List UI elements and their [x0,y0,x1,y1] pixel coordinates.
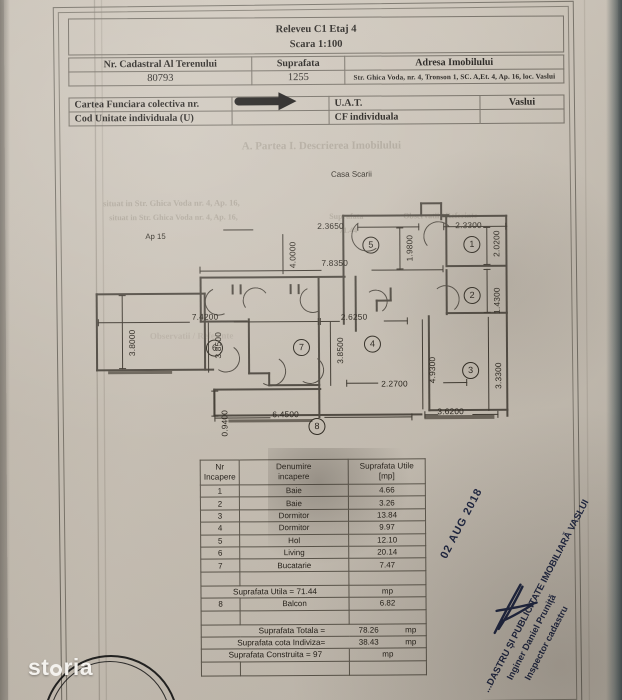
value-cota-indiviza: 38.43 [358,637,379,647]
cell-area: 12.10 [348,533,426,547]
table-row-empty [200,570,426,586]
col-name-header-l1: Denumire [275,461,312,472]
label-cota-indiviza: Suprafata cota Indiviza= [201,636,350,650]
cell-area-balcony: 6.82 [349,596,427,610]
label-suprafata-utila: Suprafata Utila = 71.44 [200,585,350,599]
watermark-text-b: ria [63,654,94,680]
cell-nr: 4 [200,522,240,535]
dim-3-8000: 3.8000 [126,329,138,357]
room-marker-4: 4 [363,335,382,353]
dim-3-8500: 3.8500 [334,337,346,364]
cell-name: Bucatarie [239,558,349,572]
cell-nr: 1 [200,484,240,498]
value-suprafata-totala: 78.26 [358,625,379,635]
col-nr-header-l1: Nr [215,462,225,472]
room-schedule-table: Nr Incapere Denumire incapere Suprafata … [200,458,427,676]
room-marker-1: 1 [463,235,481,254]
left-edge-shadow [0,0,10,700]
dim-3-3300: 3.3300 [493,362,504,389]
door-swing-b [240,285,271,316]
value-unit-totala: 78.26 mp [349,623,427,637]
watermark-ring-glyph [50,664,63,676]
signature [493,583,538,635]
door-swing-c [296,283,330,317]
dim-4-9300: 4.9300 [427,356,438,384]
room-marker-6: 6 [205,339,224,357]
dim-6-4500: 6.4500 [272,409,299,420]
label-suprafata-construita: Suprafata Construita = 97 [201,648,350,662]
stairwell-label: Casa Scarii [330,169,372,179]
dim-2-3650: 2.3650 [317,220,344,231]
door-swing-4 [293,353,327,387]
cell-area: 7.47 [348,558,426,572]
cell-nr: 2 [200,497,240,510]
room-table-header-row: Nr Incapere Denumire incapere Suprafata … [200,458,426,486]
room-marker-8: 8 [308,417,326,436]
cell-nr-balcony: 8 [201,598,241,611]
cell-area: 3.26 [348,496,426,510]
col-name-header-l2: incapere [278,472,310,482]
dim-1-9800: 1.9800 [404,234,415,262]
cell-nr: 6 [200,546,240,560]
cell-nr: 7 [200,559,240,572]
dim-3-6200: 3.6200 [437,406,464,417]
cell-name-balcony: Balcon [240,597,350,611]
cell-name: Baie [239,484,349,498]
cell-name: Baie [239,496,349,510]
room-marker-3: 3 [462,361,480,380]
table-row-empty-2 [201,609,427,625]
col-area-header: Suprafata Utile [mp] [348,458,426,485]
room-marker-5: 5 [362,236,380,254]
col-nr-header-l2: Incapere [203,472,236,482]
cell-area: 4.66 [348,483,426,497]
dim-7-4200: 7.4200 [191,311,219,322]
door-swing-2 [430,284,461,315]
cell-name: Dormitor [239,521,349,535]
col-nr-header: Nr Incapere [200,459,240,486]
col-area-header-l2: [mp] [378,471,395,481]
cell-area: 13.84 [348,508,426,522]
unit-suprafata-construita: mp [349,648,427,661]
room-marker-7: 7 [292,339,311,357]
neighbor-apartment-label: Ap 15 [145,231,166,242]
dim-2-0200: 2.0200 [491,230,502,257]
cell-area: 20.14 [348,545,426,559]
dim-0-9400: 0.9400 [219,409,230,437]
cell-nr: 5 [200,534,240,548]
cell-name: Dormitor [239,509,349,523]
dim-4-0000: 4.0000 [287,241,298,269]
right-edge-shadow [606,0,622,700]
unit-suprafata-utila: mp [348,584,427,598]
row-cut-off [201,660,427,676]
room-marker-2: 2 [463,286,481,305]
col-area-header-l1: Suprafata Utile [359,461,414,471]
unit-cota-indiviza: mp [405,637,417,647]
value-unit-indiviza: 38.43 mp [349,635,427,649]
dim-2-2700: 2.2700 [381,378,408,389]
dim-7-8350: 7.8350 [321,257,349,268]
watermark-text-a: st [28,654,50,680]
col-name-header: Denumire incapere [239,459,349,485]
cell-name: Living [239,546,349,560]
dim-2-6250: 2.6250 [340,311,368,322]
dim-1-4300: 1.4300 [491,287,502,314]
cell-name: Hol [239,533,349,547]
label-suprafata-totala: Suprafata Totala = [201,623,350,638]
door-swing-1 [422,220,455,253]
cell-nr: 3 [200,509,240,523]
cell-area: 9.97 [348,520,426,534]
unit-suprafata-totala: mp [405,625,417,635]
